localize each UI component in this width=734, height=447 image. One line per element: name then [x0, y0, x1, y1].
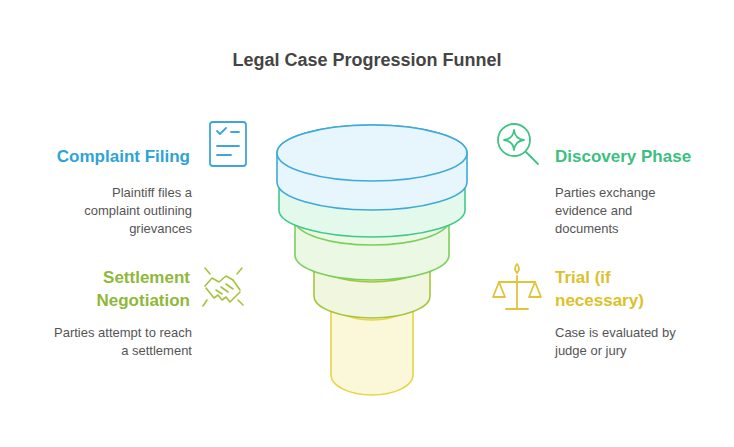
stage-heading: Settlement Negotiation	[40, 266, 190, 312]
diagram-title: Legal Case Progression Funnel	[0, 50, 734, 71]
funnel-layer-blue	[277, 125, 467, 210]
scales-icon	[493, 264, 541, 309]
stage-description: Parties exchange evidence and documents	[555, 184, 670, 238]
magnifier-icon	[498, 124, 538, 164]
stage-heading: Discovery Phase	[555, 146, 725, 168]
stage-heading: Complaint Filing	[20, 146, 190, 168]
stage-description: Case is evaluated by judge or jury	[555, 324, 685, 360]
handshake-icon	[203, 268, 243, 306]
stage-heading: Trial (if necessary)	[555, 266, 665, 312]
stage-description: Plaintiff files a complaint outlining gr…	[62, 184, 192, 238]
stage-description: Parties attempt to reach a settlement	[48, 324, 192, 360]
document-icon	[210, 122, 246, 166]
